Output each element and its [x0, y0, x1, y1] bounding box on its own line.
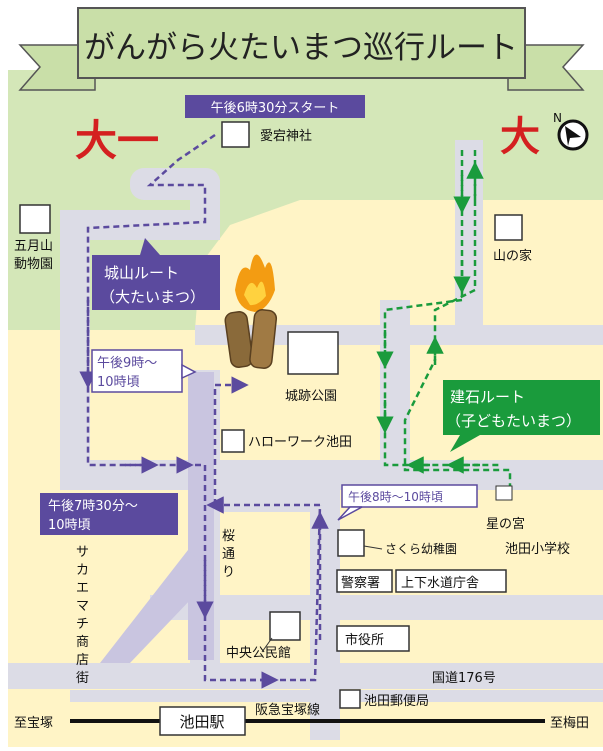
start-time-box: [185, 95, 365, 118]
police-label: 警察署: [341, 575, 380, 591]
hellowork-label: ハローワーク池田: [248, 435, 352, 450]
time-730-line1: 午後7時30分〜: [48, 499, 138, 514]
time-9-line2: 10時頃: [97, 375, 140, 390]
tateishi-route-path: [376, 150, 512, 495]
diagonal-road: [100, 550, 214, 663]
sakura-dori-road: [188, 372, 214, 660]
time-8-box: [337, 484, 478, 521]
elementary-school-label: 池田小学校: [505, 541, 570, 557]
tateishi-label-line1: 建石ルート: [450, 388, 525, 406]
post-office-label: 池田郵便局: [364, 694, 429, 709]
community-leader-line: [261, 637, 273, 653]
compass-north-label: N: [553, 111, 562, 125]
title-ribbon: [18, 7, 585, 91]
water-box: [395, 569, 507, 593]
tateishi-label-line2: （子どもたいまつ）: [446, 412, 581, 430]
time-9-box: [91, 349, 197, 393]
sakura-leader-line: [363, 545, 383, 550]
hoshinomiya-marker: [495, 485, 513, 501]
sakura-dori-label: 桜通り: [222, 529, 235, 580]
tateishi-label-box: [443, 380, 600, 452]
map-title: がんがら火たいまつ巡行ルート: [84, 30, 518, 66]
station-label: 池田駅: [179, 713, 224, 731]
shiroyama-label-line2: （大たいまつ）: [100, 288, 205, 306]
sakaemachi-label: サカエマチ商店街: [76, 545, 89, 686]
hankyu-line-label: 阪急宝塚線: [255, 702, 320, 718]
station-box: [159, 706, 246, 736]
water-bureau-label: 上下水道庁舎: [401, 576, 479, 591]
castle-park-label: 城跡公園: [285, 388, 337, 404]
time-730-line2: 10時頃: [48, 518, 91, 533]
shiroyama-route-path: [79, 133, 329, 689]
start-time-label: 午後6時30分スタート: [211, 101, 340, 116]
zoo-label-line2: 動物園: [14, 257, 53, 272]
time-730-box: [40, 493, 178, 535]
route176-label: 国道176号: [432, 671, 496, 686]
hoshinomiya-label: 星の宮: [486, 516, 525, 532]
cityhall-box: [336, 625, 410, 652]
police-box: [336, 569, 393, 593]
compass-icon: [557, 119, 589, 151]
yamanoie-label: 山の家: [493, 248, 532, 264]
landmark-markers: [19, 121, 523, 709]
daiichi-kanji: 大一: [75, 116, 159, 165]
sakura-kindergarten-label: さくら幼稚園: [385, 542, 457, 556]
community-center-label: 中央公民館: [226, 646, 291, 661]
shiroyama-label-line1: 城山ルート: [104, 264, 179, 282]
shiroyama-label-box: [92, 238, 220, 310]
time-8-label: 午後8時〜10時頃: [348, 490, 443, 504]
cityhall-label: 市役所: [345, 632, 384, 648]
torch-icon: [224, 254, 278, 369]
atago-shrine-label: 愛宕神社: [260, 128, 312, 144]
direction-west-label: 至宝塚: [14, 716, 53, 731]
time-9-line1: 午後9時〜: [97, 356, 157, 371]
direction-east-label: 至梅田: [550, 716, 589, 731]
zoo-label-line1: 五月山: [14, 239, 53, 254]
dai-kanji: 大: [500, 113, 540, 160]
